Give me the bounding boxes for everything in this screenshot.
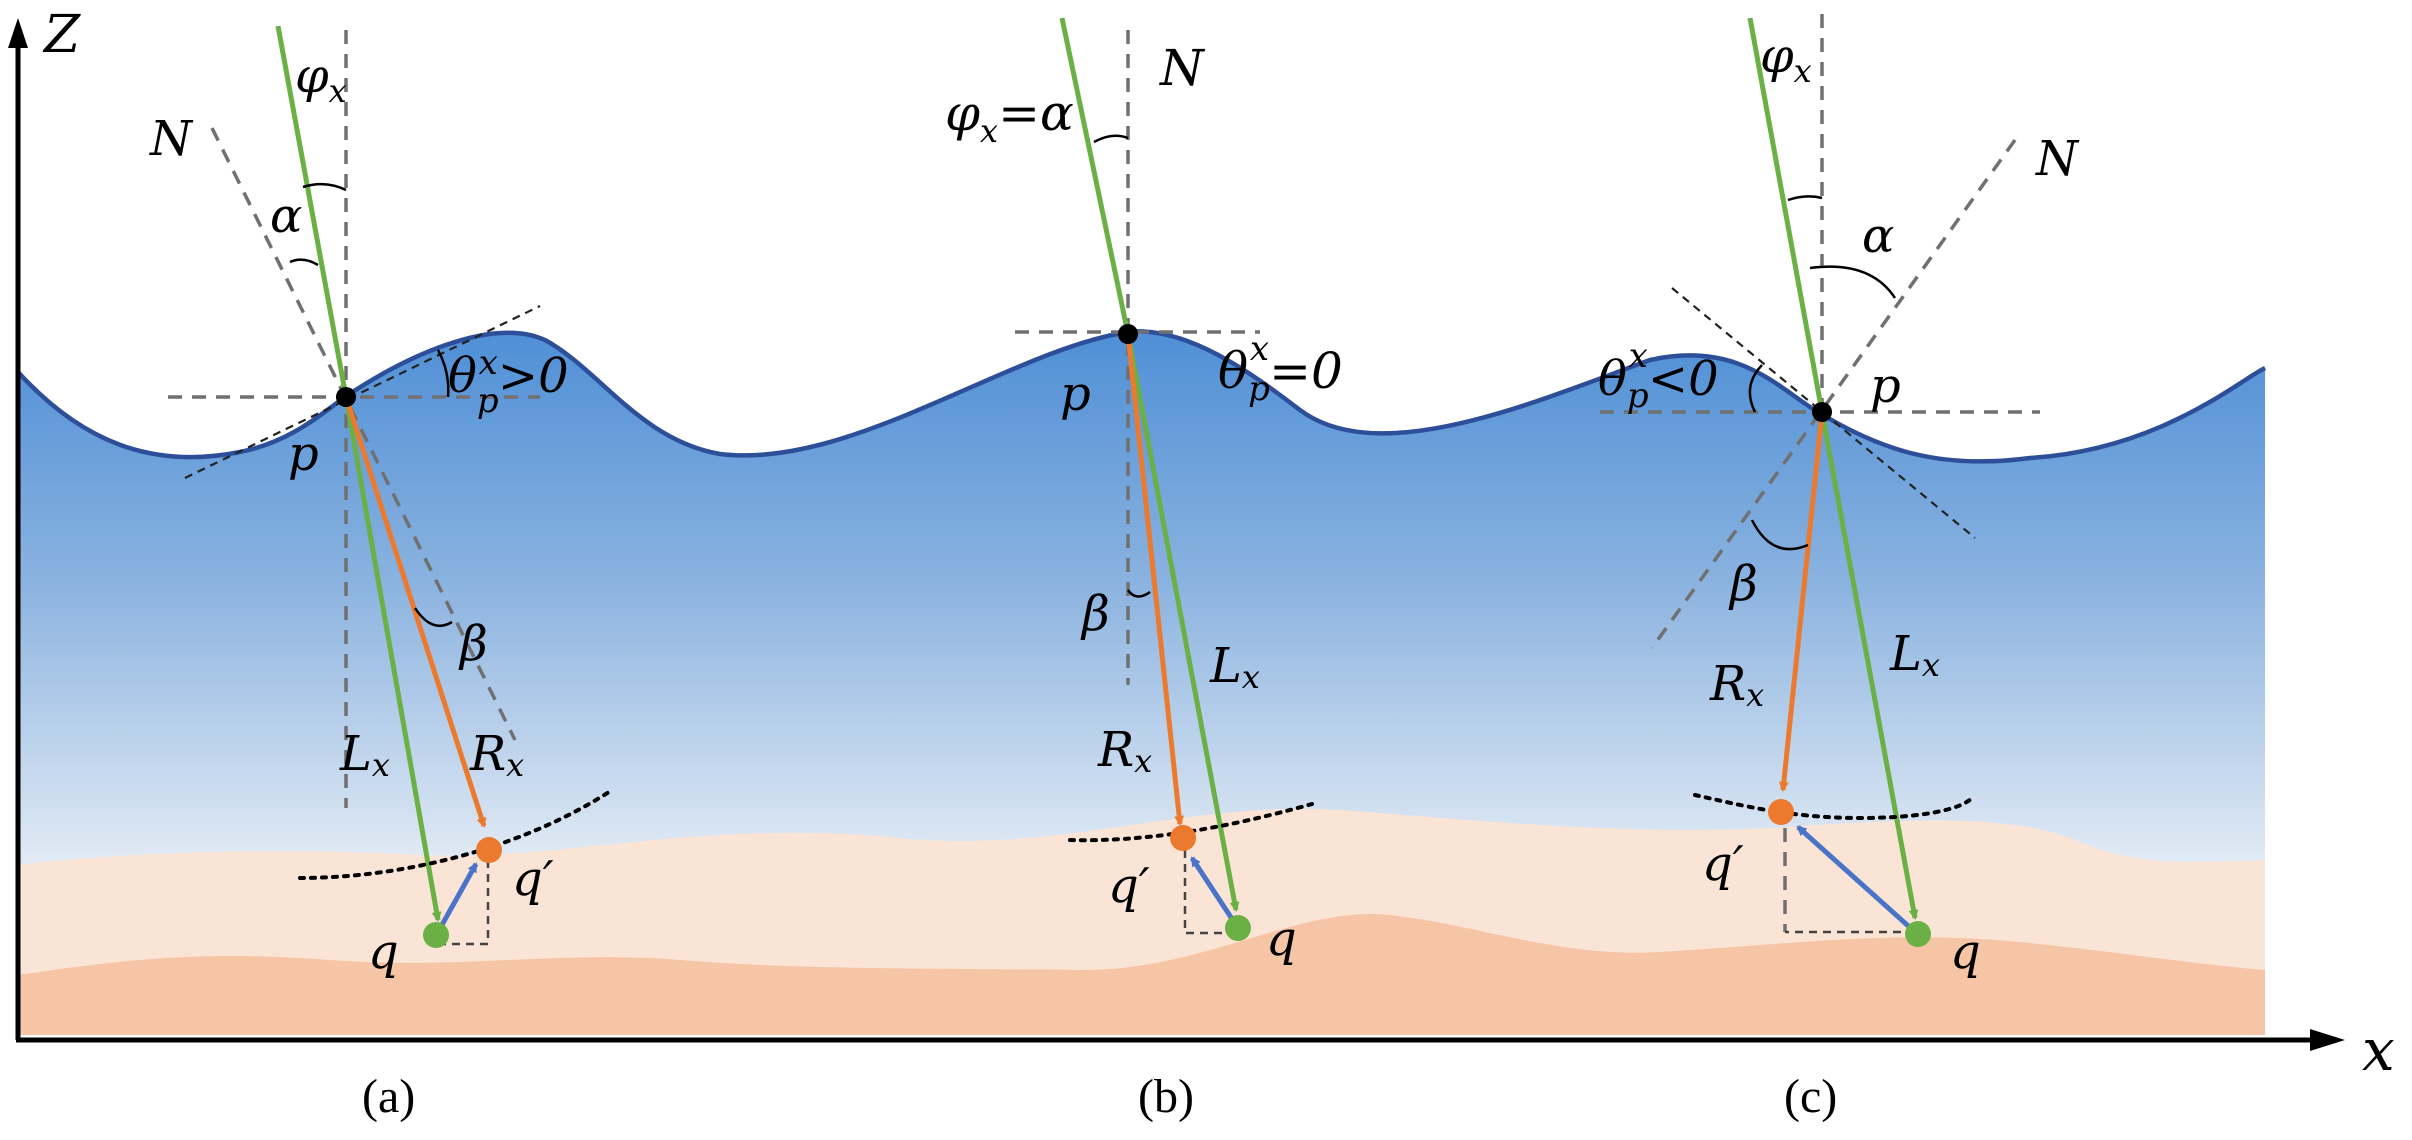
normal-label: N xyxy=(1159,39,1206,97)
laser-ray-lx xyxy=(1819,411,1919,920)
x-axis-arrowhead xyxy=(2310,1029,2345,1051)
beta-angle-arc xyxy=(1750,519,1809,551)
axes: Z x xyxy=(8,5,2395,1084)
beta-angle-arc xyxy=(413,607,453,627)
panel-a-caption: (a) xyxy=(362,1070,415,1123)
panel-c: φx N α θpx<0 p β Rx Lx q′ q (c) xyxy=(1598,14,2080,1123)
q-label: q xyxy=(1266,911,1297,967)
panel-b: φx=α N θpx=0 p β Lx Rx q′ q (b) xyxy=(945,17,1343,1123)
surface-normal-line xyxy=(210,127,517,741)
alpha-label: α xyxy=(270,188,302,244)
alpha-label: α xyxy=(1862,208,1894,264)
offset-vector xyxy=(435,862,479,934)
offset-vector xyxy=(1796,825,1917,934)
beta-angle-arc xyxy=(1126,589,1151,598)
z-axis-label: Z xyxy=(42,5,81,65)
alpha-angle-arc xyxy=(1093,134,1129,144)
q-prime-label: q′ xyxy=(1702,836,1744,892)
theta-label: θpx>0 xyxy=(448,343,569,421)
surface-normal-line xyxy=(1650,138,2017,650)
normal-label: N xyxy=(149,111,194,167)
bottom-point-q-prime xyxy=(1170,825,1196,851)
panel-a: φx N α θpx>0 p β Lx Rx q′ q (a) xyxy=(149,25,614,1123)
surface-tangent-line xyxy=(184,305,541,479)
laser-ray-lx xyxy=(343,396,442,922)
bottom-point-q-prime xyxy=(476,837,502,863)
alpha-angle-arc xyxy=(1787,195,1823,202)
z-axis-arrowhead xyxy=(8,18,28,48)
theta-angle-arc xyxy=(436,349,450,398)
refracted-ray-rx xyxy=(1778,411,1825,792)
phi-label: φx xyxy=(1760,28,1812,90)
alpha-angle-arc xyxy=(1809,265,1897,299)
lx-label: Lx xyxy=(1209,638,1260,696)
bottom-point-q xyxy=(423,922,449,948)
offset-vector xyxy=(1189,856,1239,927)
panel-c-caption: (c) xyxy=(1784,1070,1837,1123)
bottom-point-q xyxy=(1225,915,1251,941)
q-label: q xyxy=(1950,924,1981,980)
panel-b-caption: (b) xyxy=(1138,1070,1194,1123)
bottom-surface-curve xyxy=(1693,793,1974,821)
refracted-ray-rx xyxy=(343,396,487,828)
x-axis-label: x xyxy=(2362,1016,2395,1084)
alpha-angle-arc xyxy=(289,258,319,267)
phi-label: φx=α xyxy=(945,84,1074,150)
surface-point-p xyxy=(336,387,356,407)
beta-label: β xyxy=(1728,556,1758,612)
refracted-ray-rx xyxy=(1125,333,1185,826)
bottom-point-q xyxy=(1905,921,1931,947)
q-prime-label: q′ xyxy=(512,851,554,907)
sediment-dark xyxy=(18,913,2265,1035)
water-body xyxy=(18,331,2265,870)
rx-label: Rx xyxy=(469,726,524,784)
q-prime-label: q′ xyxy=(1108,858,1150,914)
rx-label: Rx xyxy=(1097,722,1152,780)
lx-label: Lx xyxy=(1889,626,1940,684)
point-p-label: p xyxy=(288,426,319,482)
offset-right-angle xyxy=(438,852,490,946)
offset-right-angle xyxy=(1183,850,1236,935)
bottom-point-q-prime xyxy=(1768,799,1794,825)
point-p-label: p xyxy=(1060,366,1091,422)
q-label: q xyxy=(368,924,399,980)
rx-label: Rx xyxy=(1709,656,1764,714)
phi-label: φx xyxy=(295,48,347,110)
normal-label: N xyxy=(2035,131,2080,187)
surface-point-p xyxy=(1118,324,1138,344)
bottom-surface-curve xyxy=(298,788,614,880)
beta-label: β xyxy=(1080,586,1110,642)
laser-incident-ray xyxy=(1059,17,1131,335)
theta-angle-arc xyxy=(1748,364,1763,413)
alpha-angle-arc xyxy=(302,182,347,192)
theta-label: θpx=0 xyxy=(1218,329,1343,409)
laser-incident-ray xyxy=(275,25,349,398)
beta-label: β xyxy=(458,616,488,672)
point-p-label: p xyxy=(1870,358,1901,414)
surface-point-p xyxy=(1812,402,1832,422)
theta-label: θpx<0 xyxy=(1598,336,1719,416)
lx-label: Lx xyxy=(339,726,390,784)
laser-ray-lx xyxy=(1125,333,1240,912)
laser-incident-ray xyxy=(1747,17,1825,413)
